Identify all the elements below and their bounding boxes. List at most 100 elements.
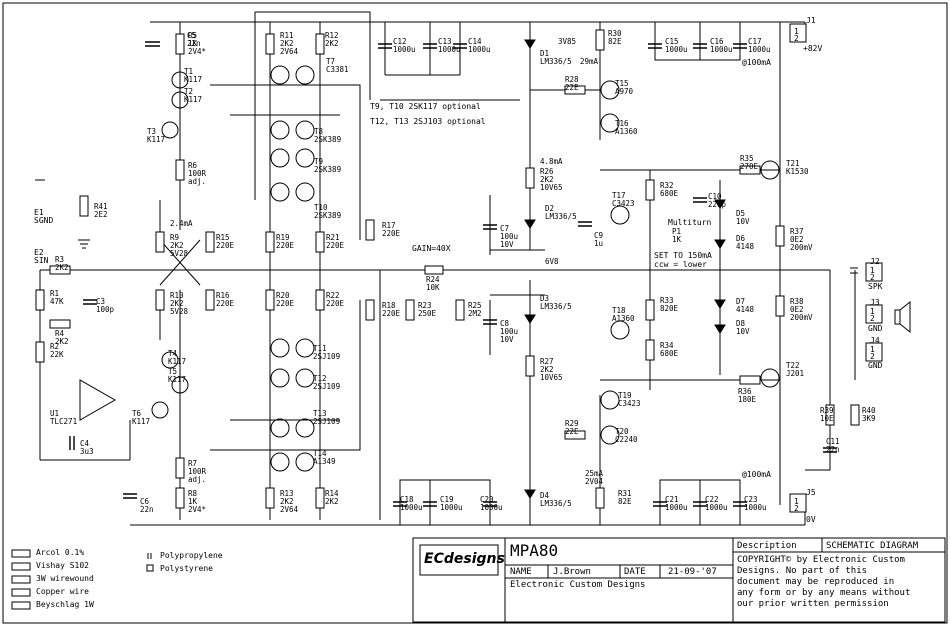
component-label-line: C19 [440, 495, 454, 504]
component-label-line: K117 [184, 75, 203, 84]
component-label-line: A1360 [615, 127, 638, 136]
component-label-line: J201 [786, 369, 805, 378]
component-label-line: 1000u [710, 45, 733, 54]
component-label-line: 1000u [665, 503, 688, 512]
component-label-line: 1000u [480, 503, 503, 512]
component-label-line: U1 [50, 409, 60, 418]
component-label-line: 2V04 [585, 477, 604, 486]
component-label-line: 4148 [736, 242, 755, 251]
component-label-line: 2K2 [325, 39, 339, 48]
component-label-line: 3K9 [862, 414, 876, 423]
component-label-line: T9 [314, 157, 324, 166]
component-label-line: 2SJ109 [313, 417, 341, 426]
component-label-line: C13 [438, 37, 452, 46]
component-label-line: C5 [187, 31, 197, 40]
component-label-line: C2240 [615, 435, 638, 444]
copyright-line-1: COPYRIGHT© by Electronic Custom [737, 555, 905, 565]
component-label-line: T6 [132, 409, 142, 418]
component-label-line: R19 [276, 233, 290, 242]
j5-voltage: 0V [806, 515, 816, 524]
component-label-line: C4 [80, 439, 90, 448]
e2-label: E2 [34, 248, 44, 257]
component-label-line: T3 [147, 127, 157, 136]
component-label: 4.8mA [540, 158, 563, 166]
component-label-line: R13 [280, 489, 294, 498]
j5-label: J5 [806, 488, 816, 497]
component-label-line: 2K2 [280, 39, 294, 48]
component-label-line: adj. [188, 177, 207, 186]
component-label-line: 100u [500, 232, 519, 241]
component-label-line: adj. [188, 475, 207, 484]
component-label-line: 680E [660, 349, 679, 358]
j5-pin1: 1 [794, 497, 799, 506]
component-label-line: R1 [50, 289, 60, 298]
component-label: 6V8 [545, 258, 559, 266]
component-label-line: 25mA [585, 469, 604, 478]
component-label-line: 200mV [790, 243, 813, 252]
component-label-line: T22 [786, 361, 800, 370]
component-label-line: R25 [468, 301, 482, 310]
component-label-line: TLC271 [50, 417, 78, 426]
date-label: DATE [624, 567, 646, 577]
name-label: NAME [510, 567, 532, 577]
component-label-line: 29mA [580, 57, 599, 66]
e1-label: E1 [34, 208, 44, 217]
component-label-line: R9 [170, 233, 180, 242]
component-label-line: D1 [540, 49, 550, 58]
legend [11, 549, 154, 610]
component-label-line: R5 [188, 31, 198, 40]
legend-polystyrene: Polystyrene [160, 564, 213, 573]
component-label-line: 2E2 [94, 210, 108, 219]
component-label-line: R17 [382, 221, 396, 230]
component-label-line: T13 [313, 409, 327, 418]
component-label-line: R23 [418, 301, 432, 310]
component-label-line: T1 [184, 67, 194, 76]
component-label-line: R2 [50, 342, 60, 351]
wiring [39, 11, 856, 526]
j2-pin2: 2 [870, 273, 875, 282]
component-label-line: 22E [565, 427, 579, 436]
component-label-line: 2SK389 [314, 135, 342, 144]
component-label-line: 2.4mA [170, 219, 193, 228]
component-label-line: 2V4* [188, 47, 207, 56]
speaker-icon [894, 300, 911, 334]
component-label-line: 100p [96, 305, 115, 314]
component-label-line: R3 [55, 255, 65, 264]
j1-pin1: 1 [794, 27, 799, 36]
e2-name: SIN [34, 256, 49, 265]
copyright-line-5: our prior written permission [737, 599, 889, 609]
component-label-line: T12 [313, 374, 327, 383]
component-label-line: 10V [500, 240, 514, 249]
j3-name: GND [868, 324, 883, 333]
component-label-line: 100u [500, 327, 519, 336]
j4-label: J4 [870, 336, 880, 345]
component-label-line: K117 [132, 417, 151, 426]
component-label-line: C3 [96, 297, 106, 306]
component-label-line: R7 [188, 459, 198, 468]
component-label-line: 2K2 [540, 365, 554, 374]
